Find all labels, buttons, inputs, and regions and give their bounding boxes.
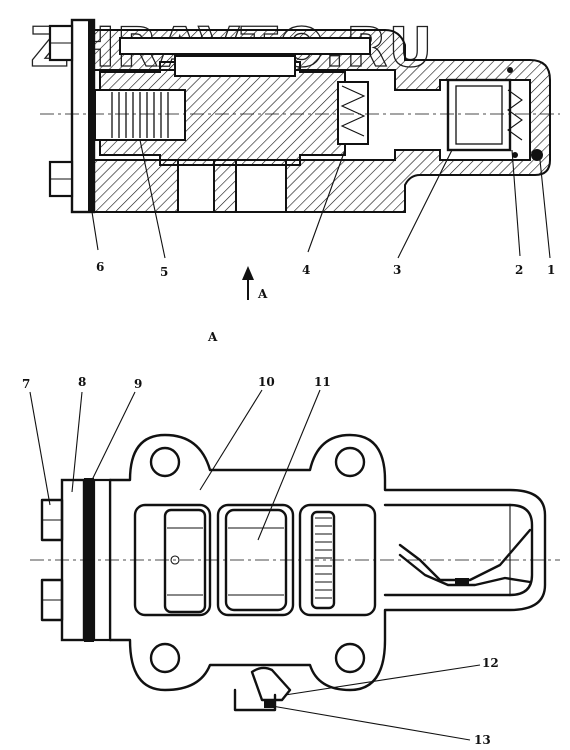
label-7: 7 [22, 377, 30, 391]
leaders-bottom [29, 389, 481, 741]
label-9: 9 [134, 377, 142, 391]
label-4: 4 [302, 263, 310, 277]
label-5: 5 [160, 265, 168, 279]
leaders-top [91, 139, 551, 259]
label-8: 8 [78, 375, 86, 389]
label-3: 3 [393, 263, 401, 277]
label-1: 1 [547, 263, 555, 277]
label-12: 12 [482, 656, 499, 670]
section-view [40, 18, 560, 214]
view-arrow-label: A [257, 287, 268, 301]
label-13: 13 [474, 733, 491, 747]
view-a [30, 433, 560, 712]
label-6: 6 [96, 260, 104, 274]
view-arrow: A [242, 266, 268, 301]
label-10: 10 [258, 375, 275, 389]
label-2: 2 [515, 263, 523, 277]
view-title: A [207, 330, 218, 344]
label-11: 11 [314, 375, 331, 389]
